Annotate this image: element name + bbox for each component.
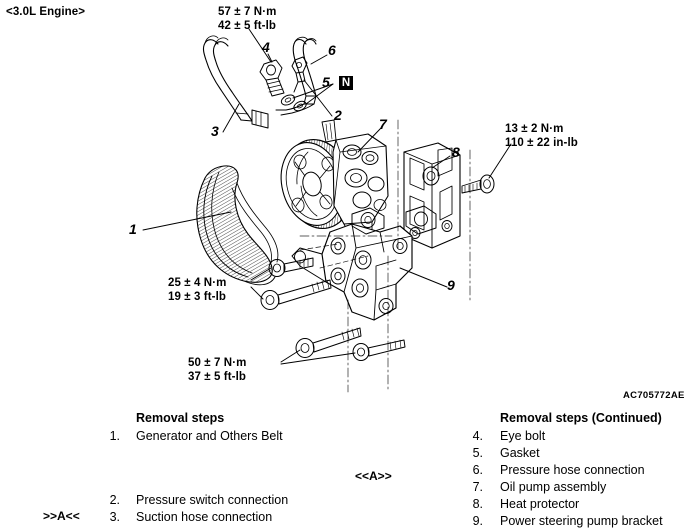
removal-right-num-5: 5. (472, 446, 483, 460)
torque-spec-pump-bolts-imperial: 19 ± 3 ft-lb (168, 291, 226, 303)
part-bolt-50nm-a (295, 327, 362, 358)
removal-right-label-6: Pressure hose connection (500, 463, 645, 477)
removal-left-label-3: Suction hose connection (136, 510, 273, 524)
torque-spec-bracket-bolts-nm: 50 ± 7 N·m (188, 357, 247, 369)
callout-8: 8 (452, 144, 460, 160)
callout-2: 2 (334, 107, 342, 123)
n-badge-icon: N (339, 76, 353, 90)
callout-9: 9 (447, 277, 455, 293)
marker-a-left: >>A<< (43, 509, 80, 523)
part-heat-protector-bolt (461, 174, 495, 194)
part-bolt-25nm-a (268, 257, 314, 277)
removal-right-label-7: Oil pump assembly (500, 480, 607, 494)
marker-a-center: <<A>> (355, 469, 392, 483)
part-bracket-detail (351, 205, 437, 235)
torque-spec-heat-protector-nm: 13 ± 2 N·m (505, 123, 564, 135)
torque-spec-pump-bolts-nm: 25 ± 4 N·m (168, 277, 227, 289)
removal-right-num-6: 6. (472, 463, 483, 477)
removal-left-num-1: 1. (109, 429, 120, 443)
torque-spec-bracket-bolts-imperial: 37 ± 5 ft-lb (188, 371, 246, 383)
removal-left-label-1: Generator and Others Belt (136, 429, 283, 443)
removal-right-num-9: 9. (472, 514, 483, 528)
removal-right-label-8: Heat protector (500, 497, 580, 511)
page-title: <3.0L Engine> (6, 6, 86, 18)
callout-5: 5 (322, 74, 330, 90)
removal-right-num-4: 4. (472, 429, 483, 443)
removal-left-num-3: 3. (109, 510, 120, 524)
part-drive-belt (196, 165, 279, 286)
part-pump-bracket (291, 223, 413, 321)
figure-id: AC705772AE (623, 390, 685, 401)
removal-right-num-8: 8. (472, 497, 483, 511)
callout-3: 3 (211, 123, 219, 139)
torque-spec-heat-protector-imperial: 110 ± 22 in-lb (505, 137, 578, 149)
part-pressure-switch (291, 56, 308, 93)
removal-right-label-9: Power steering pump bracket (500, 514, 663, 528)
callout-4: 4 (262, 39, 270, 55)
removal-right-label-4: Eye bolt (500, 429, 546, 443)
leader-lines (142, 28, 512, 365)
part-bolt-50nm-b (352, 339, 406, 361)
part-bolt-25nm-b (260, 279, 332, 310)
removal-right-num-7: 7. (472, 480, 483, 494)
removal-right-label-5: Gasket (500, 446, 540, 460)
callout-6: 6 (328, 42, 336, 58)
part-eye-bolt (259, 59, 285, 97)
callout-7: 7 (379, 116, 387, 132)
removal-steps-right-title: Removal steps (Continued) (500, 411, 662, 425)
part-oil-pump-assembly (280, 119, 389, 233)
callout-1: 1 (129, 221, 137, 237)
part-suction-hose (202, 35, 269, 129)
torque-spec-eye-bolt-imperial: 42 ± 5 ft-lb (218, 20, 276, 32)
torque-spec-eye-bolt-nm: 57 ± 7 N·m (218, 6, 277, 18)
removal-left-num-2: 2. (109, 493, 120, 507)
removal-steps-left-title: Removal steps (136, 411, 225, 425)
removal-left-label-2: Pressure switch connection (136, 493, 289, 507)
